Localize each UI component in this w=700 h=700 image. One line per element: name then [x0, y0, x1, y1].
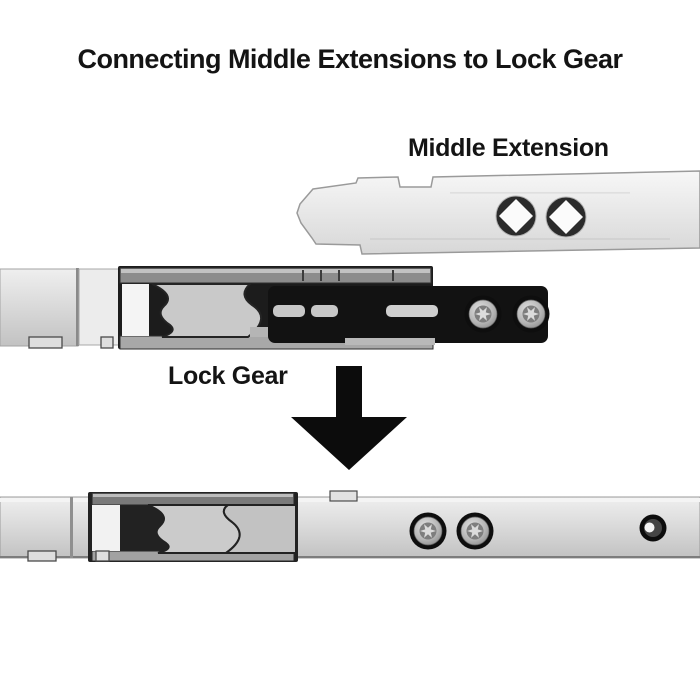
rail-tick — [320, 270, 322, 281]
round-hole — [639, 514, 667, 542]
label-middle-extension: Middle Extension — [408, 134, 609, 162]
gear-plate-right — [222, 504, 297, 554]
metal-streak — [450, 192, 630, 194]
spindle-hole — [495, 195, 537, 237]
torx-screw — [464, 295, 502, 333]
connector-under-tongue — [345, 338, 435, 345]
connector-slot — [273, 305, 305, 317]
down-arrow-icon — [291, 366, 407, 470]
extension-top-tab — [329, 490, 358, 502]
spindle-hole — [545, 196, 587, 238]
diagram-title: Connecting Middle Extensions to Lock Gea… — [77, 44, 623, 74]
bar-bottom-edge — [0, 556, 700, 558]
connector-slot — [311, 305, 338, 317]
rail-tick — [392, 270, 394, 281]
torx-screw — [512, 295, 550, 333]
gear-plate-left — [92, 505, 120, 551]
label-lock-gear: Lock Gear — [168, 362, 288, 390]
mounting-tab — [27, 550, 57, 562]
assembled-view — [0, 490, 700, 562]
metal-streak — [370, 238, 670, 240]
mounting-tab — [95, 550, 110, 562]
mounting-tab — [100, 336, 114, 349]
torx-screw — [456, 512, 494, 550]
bar-seam — [70, 497, 73, 558]
gear-plate-left — [122, 284, 149, 336]
connector-slot — [386, 305, 438, 317]
lock-gear-assembly — [0, 266, 550, 350]
lock-gear-left-bar-segment — [78, 268, 123, 346]
lock-gear-left-bar — [0, 268, 79, 347]
rail-highlight — [93, 494, 293, 497]
mounting-tab — [28, 336, 63, 349]
middle-extension-part — [296, 170, 700, 255]
rail-tick — [302, 270, 304, 281]
rail-tick — [338, 270, 340, 281]
gear-body — [151, 283, 262, 338]
rail-highlight — [121, 269, 430, 273]
bar-seam — [76, 268, 79, 346]
torx-screw — [409, 512, 447, 550]
